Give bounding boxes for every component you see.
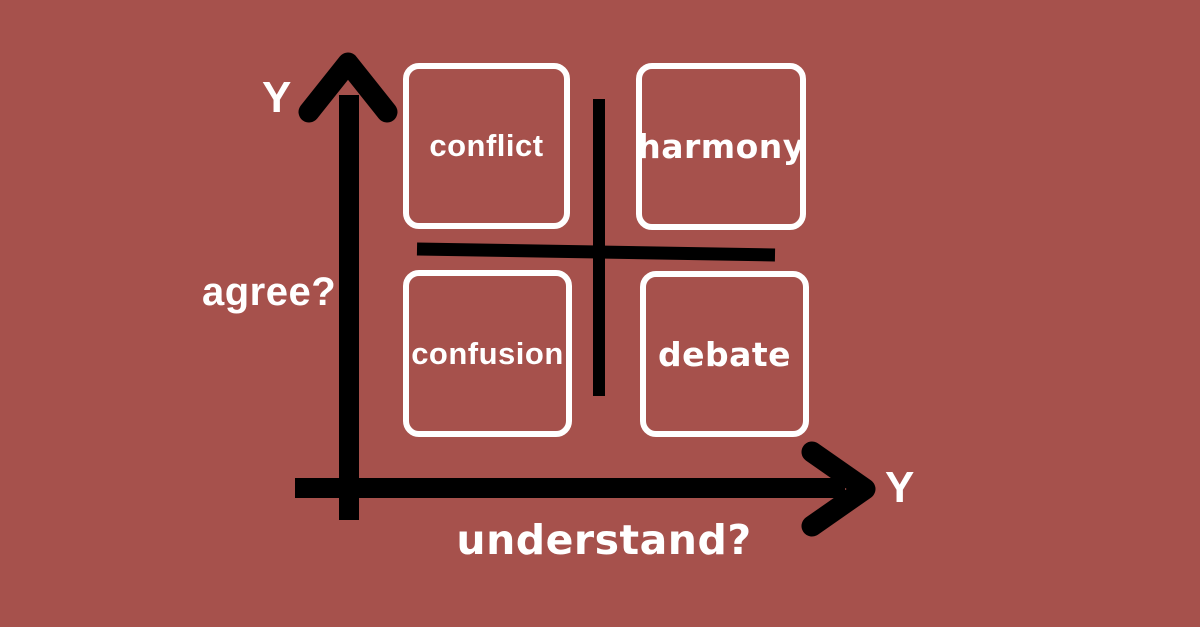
quadrant-box-conflict: conflict (403, 63, 570, 229)
y-axis-question-label: agree? (202, 270, 337, 314)
quadrant-box-harmony: harmony (636, 63, 806, 230)
quadrant-label: debate (657, 334, 792, 374)
quadrant-label: conflict (429, 128, 544, 163)
y-axis-letter-label: Y (262, 73, 292, 122)
quadrant-label: harmony (637, 127, 805, 166)
x-axis-letter-label: Y (885, 463, 915, 512)
quadrant-label: confusion (411, 335, 564, 371)
arrow-up-icon (298, 52, 398, 123)
quadrant-divider-horizontal (416, 242, 776, 262)
x-axis-question-label: understand? (456, 516, 752, 564)
quadrant-box-debate: debate (640, 271, 809, 437)
arrow-right-icon (801, 441, 876, 537)
quadrant-box-confusion: confusion (403, 270, 572, 437)
